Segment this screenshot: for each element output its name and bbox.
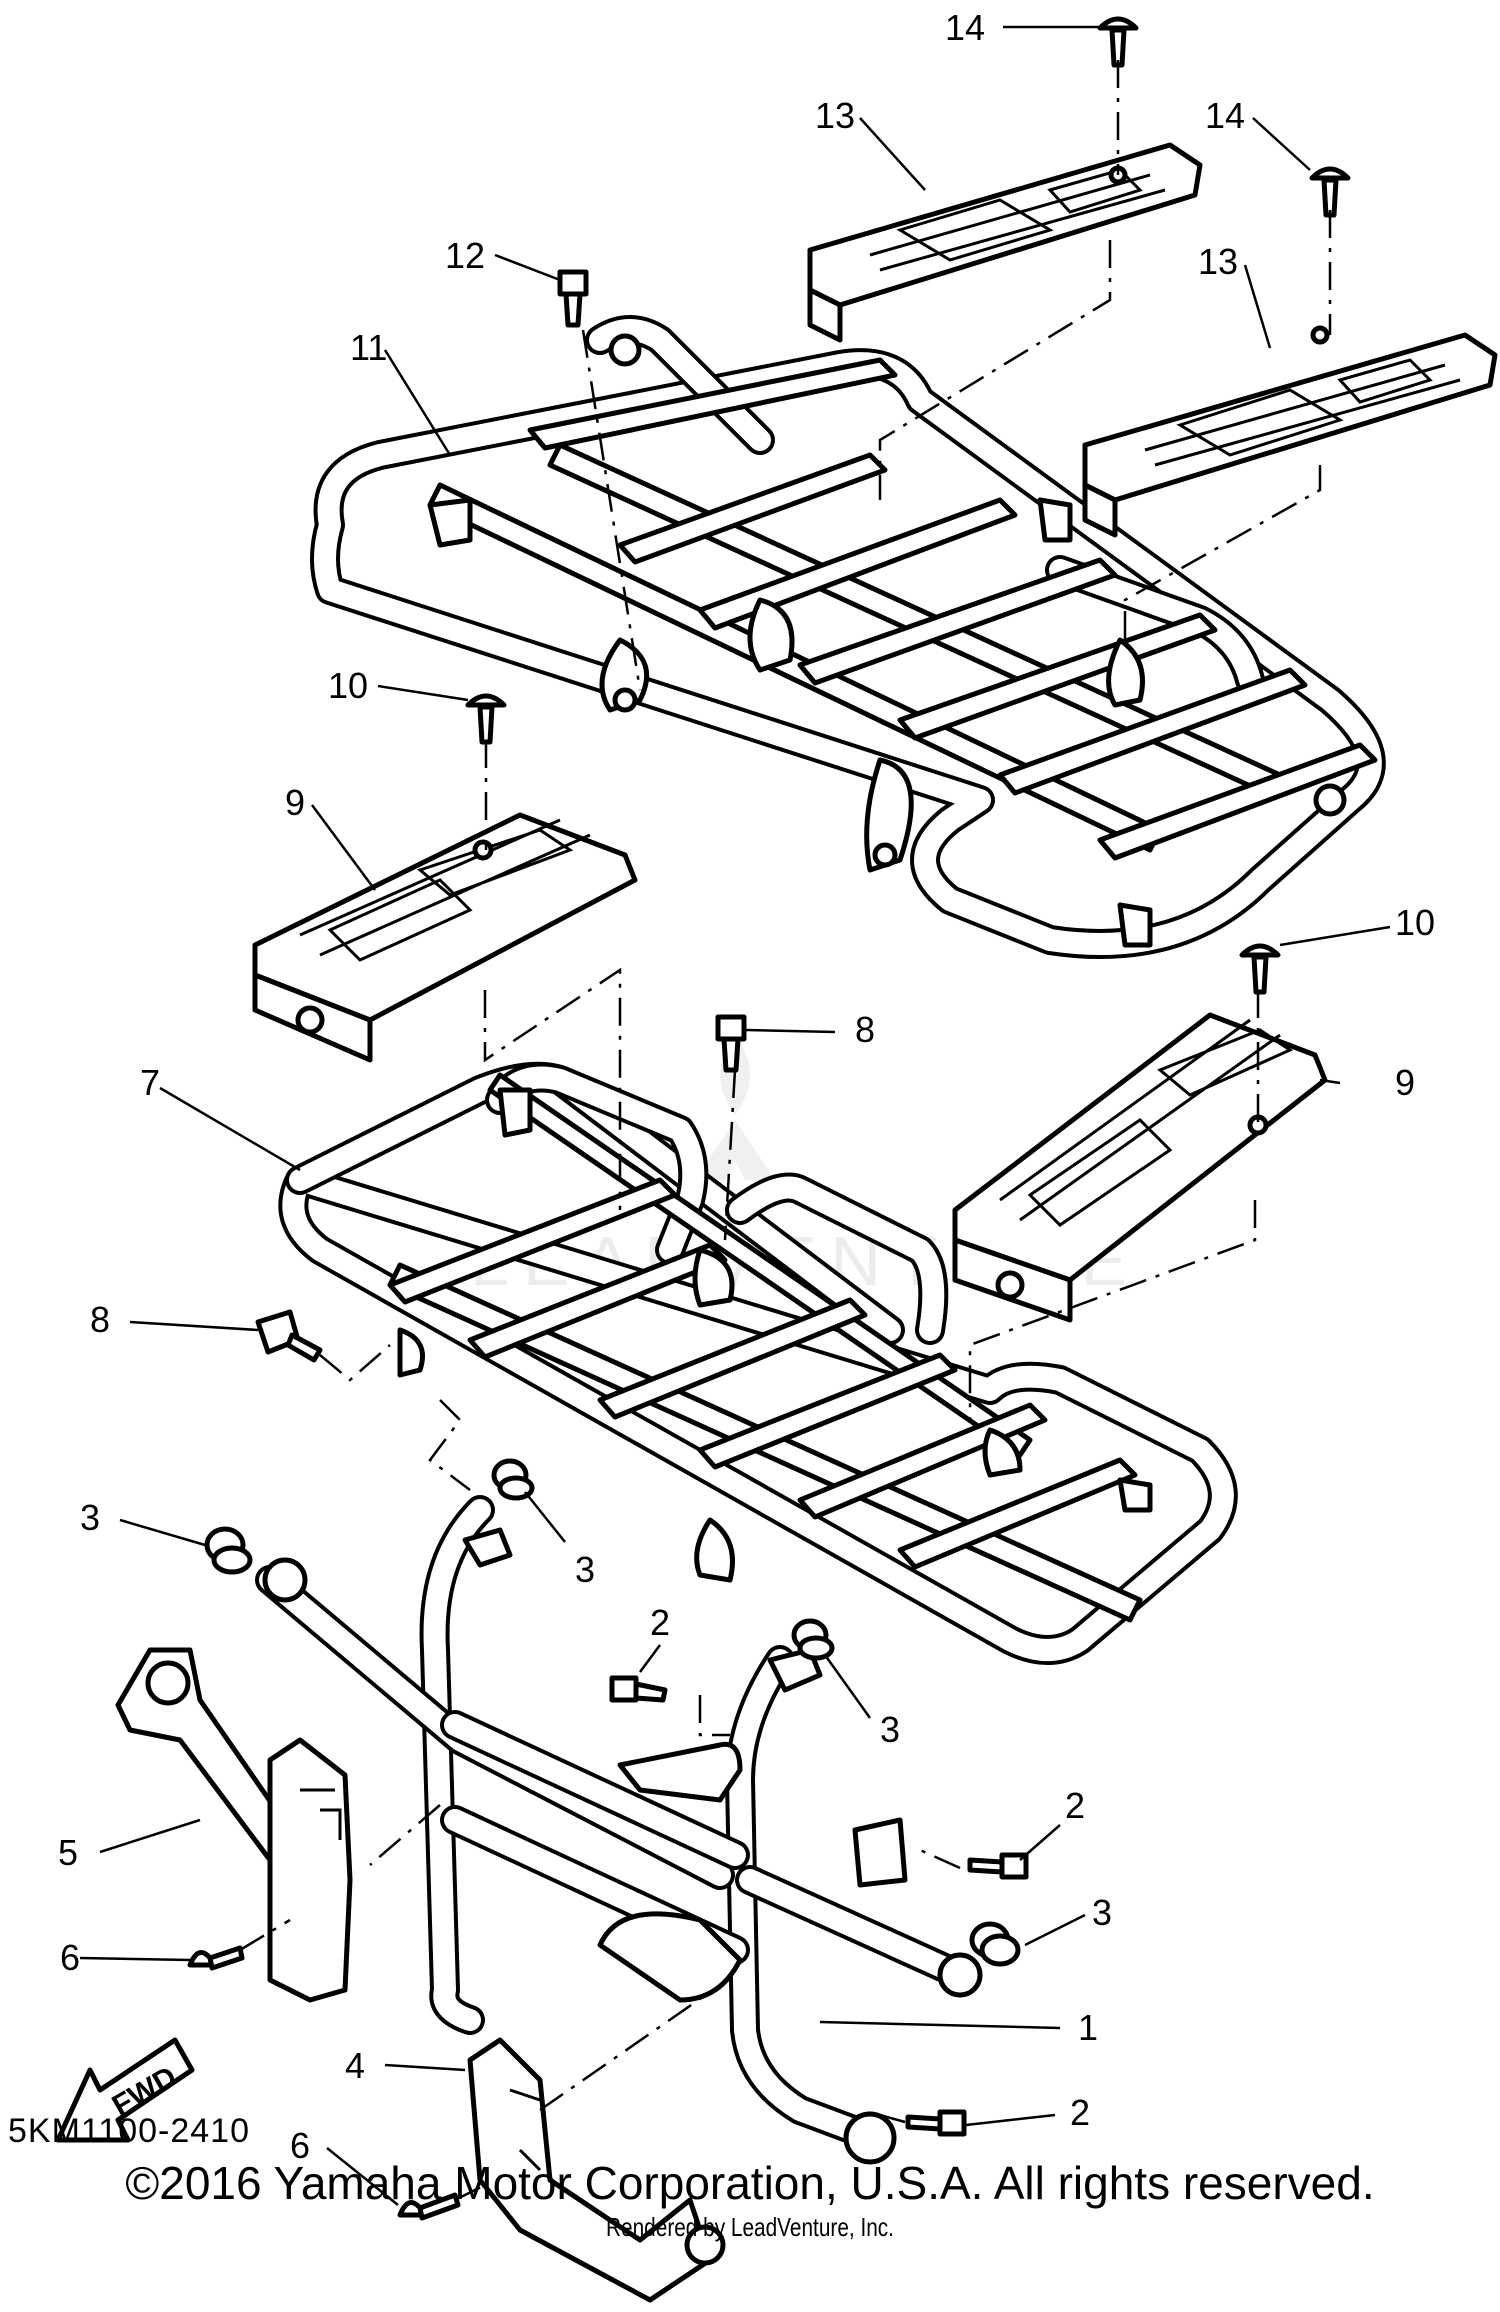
screw-6-left [187, 1945, 245, 1971]
side-bracket-5 [115, 1647, 353, 2003]
bolt-2-top [609, 1675, 668, 1703]
copyright-notice: ©2016 Yamaha Motor Corporation, U.S.A. A… [125, 2157, 1375, 2209]
grommet-3-lower [969, 1921, 1021, 1967]
grommet-3-right [791, 1618, 835, 1661]
side-bracket-4 [467, 2037, 726, 2303]
screw-14-right [1309, 166, 1351, 218]
diagram-code: 5KM1100-2410 [8, 2112, 250, 2150]
screw-6-bottom [397, 2192, 461, 2221]
bolt-8-left [255, 1309, 323, 1363]
callout-3-lower: 3 [1092, 1892, 1112, 1933]
screw-10-left [465, 693, 507, 745]
callout-11: 11 [350, 327, 387, 368]
callout-12: 12 [445, 235, 485, 276]
callout-14-right: 14 [1205, 95, 1245, 136]
cover-9-left [252, 812, 638, 1063]
callout-2-mid: 2 [1065, 1785, 1085, 1826]
fasteners [187, 16, 1351, 2221]
callout-8-top: 8 [855, 1009, 875, 1050]
callout-9-left: 9 [285, 782, 305, 823]
callout-3-right: 3 [880, 1709, 900, 1750]
callout-10-left: 10 [328, 665, 368, 706]
grommet-3-left [204, 1526, 253, 1575]
bolt-8-top [715, 1014, 747, 1073]
grommet-3-mid [491, 1458, 535, 1501]
cover-13-top [807, 142, 1203, 343]
front-carrier [278, 1061, 1238, 1665]
callout-8-left: 8 [90, 1299, 110, 1340]
callout-13-lower: 13 [1198, 241, 1238, 282]
callout-7: 7 [140, 1062, 160, 1103]
bracket-frame [255, 1495, 983, 2165]
callout-3-left: 3 [80, 1497, 100, 1538]
rendered-by-notice: Rendered by LeadVenture, Inc. [606, 2212, 894, 2242]
callout-9-right: 9 [1395, 1062, 1415, 1103]
callout-numbers: 14 13 14 12 13 11 10 9 10 8 9 7 8 3 3 2 … [58, 7, 1435, 2166]
screw-14-top [1097, 16, 1139, 68]
callout-3-mid: 3 [575, 1549, 595, 1590]
screw-10-right [1239, 943, 1281, 995]
callout-6-bottom: 6 [290, 2125, 310, 2166]
callout-10-right: 10 [1395, 902, 1435, 943]
callout-13-top: 13 [815, 95, 855, 136]
bolt-12 [557, 269, 589, 328]
callout-2-bottom: 2 [1070, 2092, 1090, 2133]
callout-5: 5 [58, 1832, 78, 1873]
bolt-2-mid [967, 1852, 1029, 1880]
callout-14-top: 14 [945, 7, 985, 48]
callout-4: 4 [345, 2045, 365, 2086]
bolt-2-bottom [905, 2109, 967, 2137]
callout-1: 1 [1078, 2007, 1098, 2048]
callout-2-top: 2 [650, 1602, 670, 1643]
callout-6-left: 6 [60, 1937, 80, 1978]
rear-carrier [310, 315, 1386, 959]
leader-lines [79, 25, 1391, 2206]
cover-13-lower [1082, 325, 1498, 538]
assembly-lines [239, 60, 1332, 2202]
